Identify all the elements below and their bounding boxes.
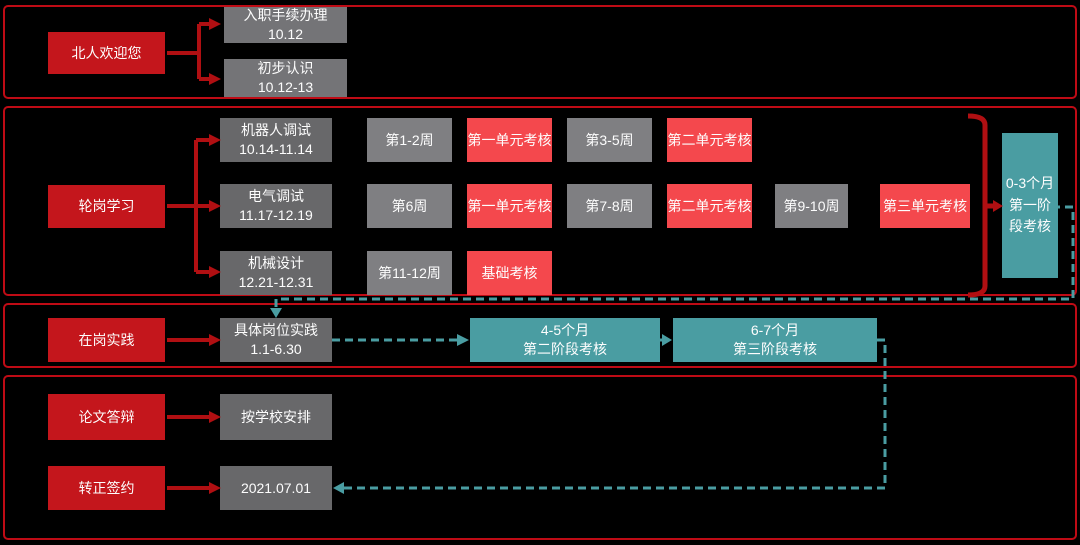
node-phase2-assessment: 4-5个月 第二阶段考核 <box>470 318 660 362</box>
node-electrical-debug: 电气调试 11.17-12.19 <box>220 184 332 228</box>
node-school-schedule: 按学校安排 <box>220 394 332 440</box>
node-first-meeting: 初步认识 10.12-13 <box>224 59 347 97</box>
node-rotation: 轮岗学习 <box>48 185 165 228</box>
cell-exam-unit3-r2: 第三单元考核 <box>880 184 970 228</box>
cell-week-6: 第6周 <box>367 184 452 228</box>
cell-exam-basic: 基础考核 <box>467 251 552 295</box>
node-onboarding: 入职手续办理 10.12 <box>224 7 347 43</box>
node-mechanical-design: 机械设计 12.21-12.31 <box>220 251 332 295</box>
node-signing-date: 2021.07.01 <box>220 466 332 510</box>
cell-exam-unit2-r1: 第二单元考核 <box>667 118 752 162</box>
node-welcome: 北人欢迎您 <box>48 32 165 74</box>
node-phase3-assessment: 6-7个月 第三阶段考核 <box>673 318 877 362</box>
node-contract-signing: 转正签约 <box>48 466 165 510</box>
cell-week-9-10: 第9-10周 <box>775 184 848 228</box>
node-thesis-defense: 论文答辩 <box>48 394 165 440</box>
cell-week-7-8: 第7-8周 <box>567 184 652 228</box>
cell-week-11-12: 第11-12周 <box>367 251 452 295</box>
node-robot-debugging: 机器人调试 10.14-11.14 <box>220 118 332 162</box>
cell-exam-unit1-r2: 第一单元考核 <box>467 184 552 228</box>
cell-week-1-2: 第1-2周 <box>367 118 452 162</box>
stage1-panel <box>3 5 1077 99</box>
node-on-job-practice: 在岗实践 <box>48 318 165 362</box>
cell-week-3-5: 第3-5周 <box>567 118 652 162</box>
cell-exam-unit2-r2: 第二单元考核 <box>667 184 752 228</box>
cell-exam-unit1-r1: 第一单元考核 <box>467 118 552 162</box>
node-phase1-assessment: 0-3个月第一阶段考核 <box>1002 133 1058 278</box>
node-position-practice: 具体岗位实践 1.1-6.30 <box>220 318 332 362</box>
